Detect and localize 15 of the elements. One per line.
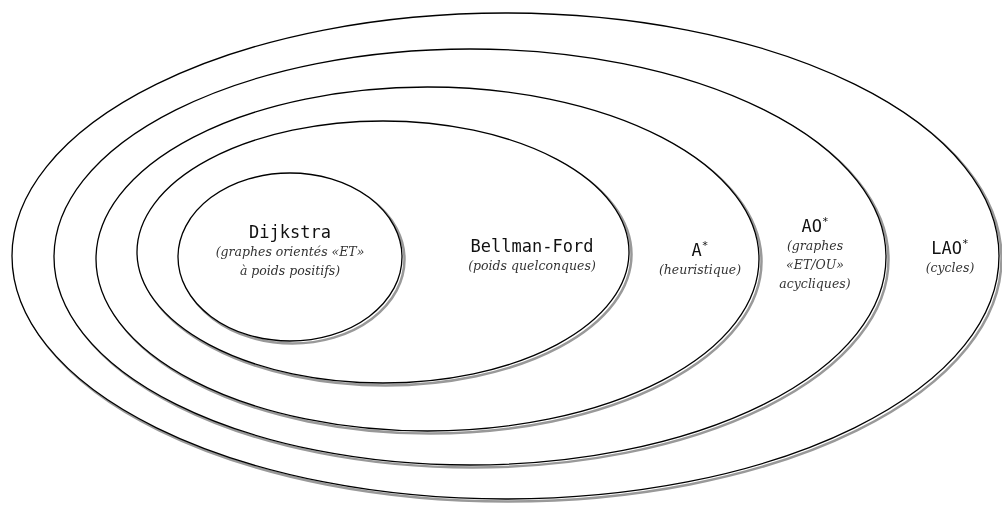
algorithm-name: AO$^{*}$ [801,214,829,236]
algorithm-description: (heuristique) [658,260,742,279]
algorithm-name: Dijkstra [249,222,331,242]
algorithm-name: LAO$^{*}$ [931,236,969,258]
algorithm-description: (graphes orientés «ET» à poids positifs) [215,243,365,280]
ellipse-region [53,48,887,466]
ellipse-region [11,12,1000,500]
ellipse-region [95,86,760,432]
ellipse-region [177,172,403,342]
algorithm-name: A$^{*}$ [691,238,709,260]
algorithm-name: Bellman-Ford [470,236,594,256]
ellipse-region [136,120,630,384]
algorithm-description: (graphes «ET/OU» acycliques) [778,236,852,293]
algorithm-description: (cycles) [925,258,975,277]
algorithm-description: (poids quelconques) [468,257,596,275]
